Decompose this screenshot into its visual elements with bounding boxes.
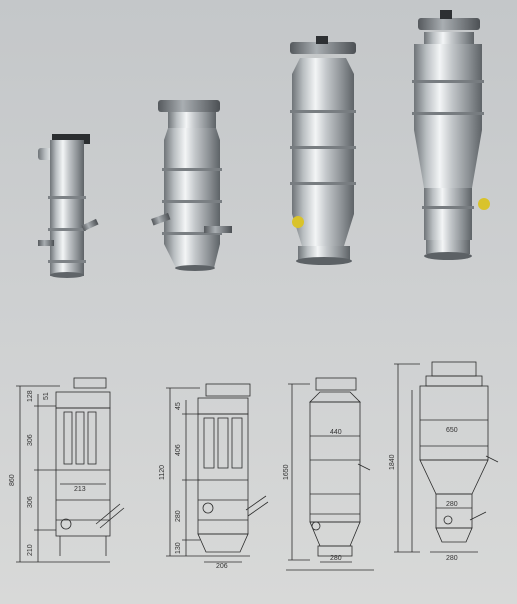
dim-d4-lower: 280: [446, 501, 458, 508]
dim-d1-width: 213: [74, 486, 86, 493]
dim-d1-lid: 51: [43, 392, 50, 400]
machine-photo-3: [290, 36, 356, 265]
machine-photo-4: [412, 10, 490, 260]
dim-d2-lower: 280: [175, 510, 182, 522]
dim-d2-lid: 45: [175, 402, 182, 410]
dim-d1-lower: 306: [27, 496, 34, 508]
dim-d4-base: 280: [446, 555, 458, 562]
dim-d1-base: 210: [27, 544, 34, 556]
dim-d2-width: 206: [216, 563, 228, 570]
dim-d3-width: 440: [330, 429, 342, 436]
dim-d4-total: 1840: [389, 454, 396, 470]
machine-photo-1: [38, 134, 99, 278]
dim-d3-base: 280: [330, 555, 342, 562]
drawing-3-labels: 1650 440 280: [283, 429, 342, 562]
dim-d3-total: 1650: [283, 464, 290, 480]
drawing-2-labels: 1120 45 406 280 130 206: [159, 402, 228, 570]
drawing-1: [16, 377, 125, 563]
dim-d1-upper: 306: [27, 434, 34, 446]
dim-d4-top: 650: [446, 427, 458, 434]
drawing-4-labels: 1840 650 280 280: [389, 427, 458, 562]
dim-d1-total: 860: [9, 474, 16, 486]
dim-d2-upper: 406: [175, 444, 182, 456]
drawing-1-labels: 860 128 51 306 306 210 213: [9, 390, 86, 556]
drawing-2: [166, 383, 269, 563]
drawing-3: [286, 377, 374, 571]
machine-photo-2: [151, 100, 232, 271]
drawing-4: [394, 361, 499, 553]
dim-d2-base: 130: [175, 542, 182, 554]
dim-d1-top: 128: [27, 390, 34, 402]
dim-d2-total: 1120: [159, 465, 166, 480]
